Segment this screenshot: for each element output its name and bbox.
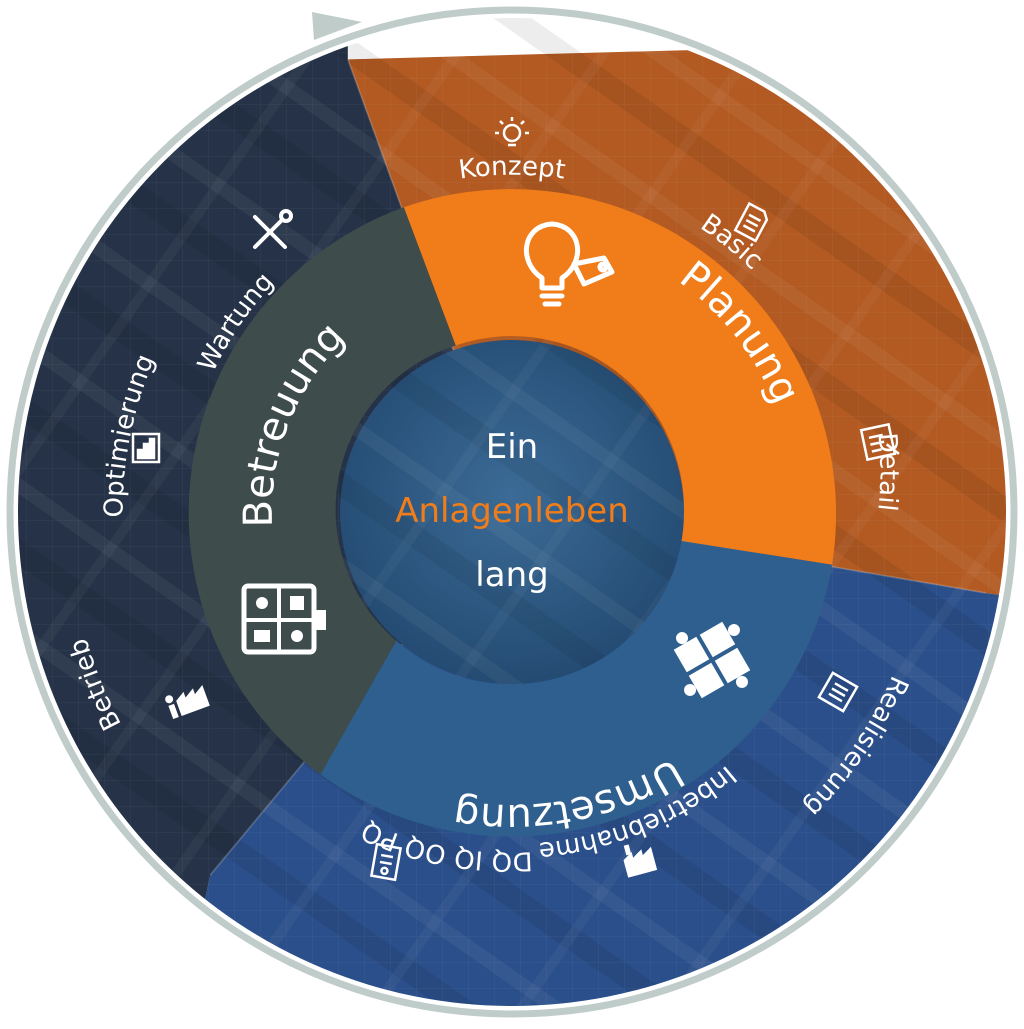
center-line2: Anlagenleben: [395, 491, 629, 531]
tools-icon: [253, 209, 293, 249]
segment-umsetzung[interactable]: [320, 540, 833, 837]
clipboard-icon: [369, 842, 403, 882]
lightbulb-tag-icon: [524, 221, 615, 307]
puzzle-icon: [673, 621, 751, 699]
factory-worker-icon: [165, 685, 210, 720]
cycle-arrowhead-icon: [312, 12, 362, 40]
lightbulb-icon: [495, 117, 529, 147]
segment-planung[interactable]: [403, 189, 837, 565]
checklist-icon: [817, 671, 859, 713]
center-line1: Ein: [486, 427, 538, 467]
document-icon: [733, 201, 769, 243]
step-label-konzept: Konzept: [457, 152, 567, 186]
bar-chart-icon: [131, 432, 161, 464]
center-line3: lang: [475, 555, 548, 595]
blueprint-icon: [859, 422, 900, 462]
cycle-ring: [6, 6, 1018, 1018]
control-panel-icon: [241, 583, 326, 655]
